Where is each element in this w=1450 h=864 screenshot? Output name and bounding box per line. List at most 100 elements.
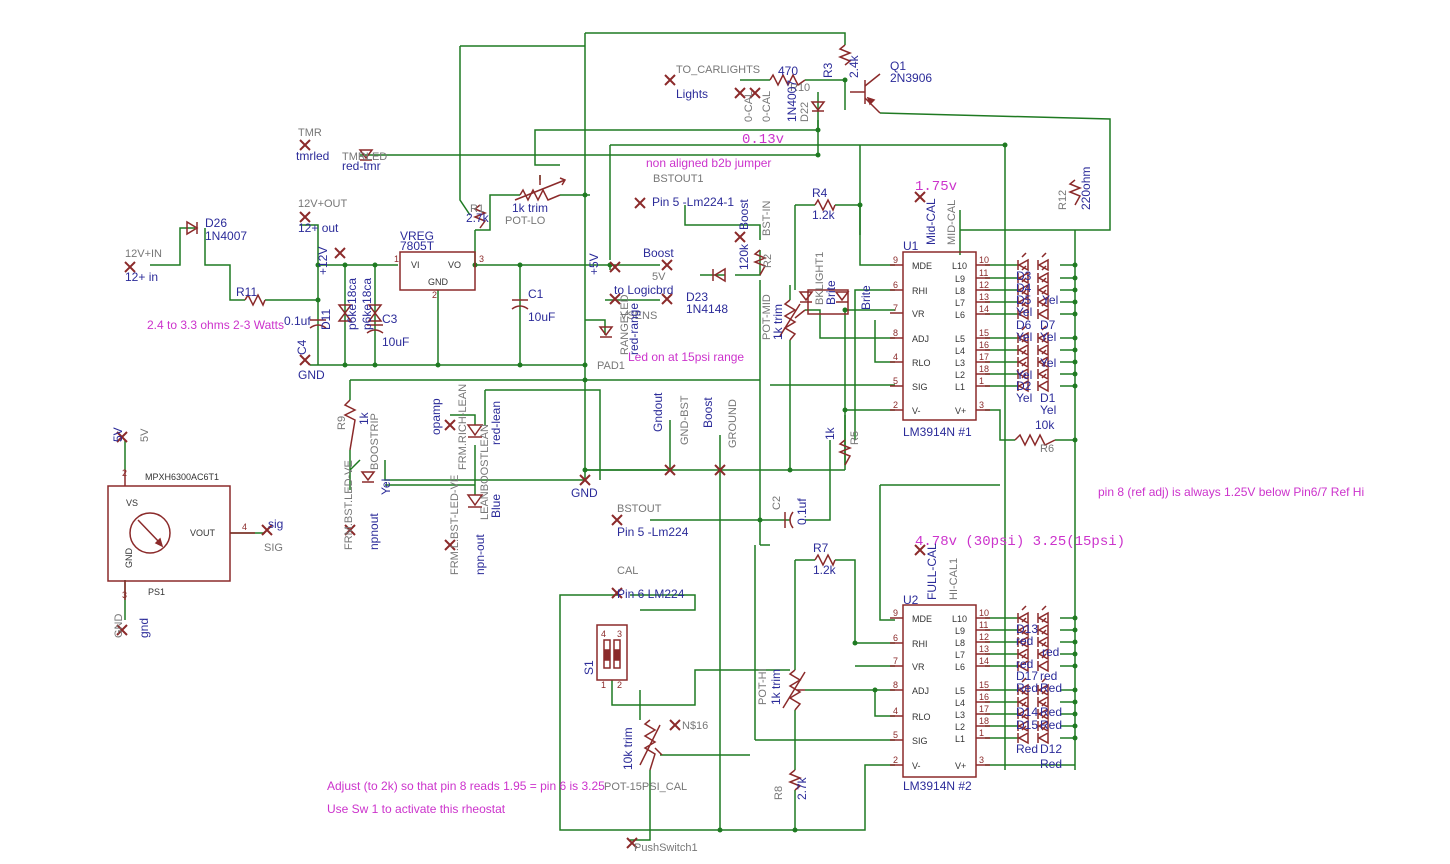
svg-text:Yel: Yel <box>1040 330 1056 344</box>
r3v-label: 2.4k <box>847 54 861 78</box>
pot-15psi <box>643 719 657 771</box>
svg-text:L3: L3 <box>955 358 965 368</box>
svg-text:14: 14 <box>979 304 989 314</box>
sig2-label: SIG <box>264 542 283 554</box>
capacitor-c4 <box>309 319 327 329</box>
resistor-r9 <box>343 399 357 451</box>
d26-label: D26 <box>205 216 227 230</box>
svg-text:8: 8 <box>893 328 898 338</box>
s1-label: S1 <box>582 660 596 675</box>
c4v-label: 0.1uf <box>284 314 311 328</box>
usesw-note: Use Sw 1 to activate this rheostat <box>327 802 506 816</box>
svg-text:12: 12 <box>979 632 989 642</box>
led-array-u2 <box>1017 605 1049 745</box>
brite1-label: Brite <box>824 280 838 305</box>
resistor-r12 <box>1067 179 1083 206</box>
svg-text:18: 18 <box>979 364 989 374</box>
pot15-label: POT-15PSI_CAL <box>604 781 687 793</box>
v175-label: 1.75v <box>915 179 957 195</box>
resistor-r6 <box>1014 433 1056 447</box>
svg-text:RLO: RLO <box>912 358 931 368</box>
svg-text:red: red <box>1016 657 1033 671</box>
bstout-label: BSTOUT <box>617 503 662 515</box>
potlo-v-label: 1k trim <box>512 201 548 215</box>
potmid-label: POT-MID <box>761 294 773 340</box>
led-mark <box>1017 731 1029 745</box>
ocal1-label: 0-CAL <box>743 91 755 122</box>
d23v-label: 1N4148 <box>686 302 728 316</box>
svg-text:D1: D1 <box>1040 391 1056 405</box>
r6v-label: 10k <box>1035 418 1055 432</box>
c2v-label: 0.1uf <box>795 498 809 525</box>
svg-text:5: 5 <box>893 376 898 386</box>
chip-u1 <box>902 251 977 421</box>
svg-text:8: 8 <box>893 680 898 690</box>
d26v-label: 1N4007 <box>205 229 247 243</box>
pin2-label: 2 <box>122 468 127 478</box>
svg-text:Yel: Yel <box>1040 403 1056 417</box>
led-red-lean <box>466 424 484 438</box>
svg-text:RHI: RHI <box>912 639 928 649</box>
v013-label: 0.13v <box>742 132 784 148</box>
svg-text:red: red <box>1016 634 1033 648</box>
r4v-label: 1.2k <box>812 208 836 222</box>
resistor-r4 <box>814 198 836 212</box>
mpx-vout: VOUT <box>190 528 216 538</box>
q1v-label: 2N3906 <box>890 71 932 85</box>
u2-label: U2 <box>903 593 919 607</box>
r8v-label: 2.7k <box>795 776 809 800</box>
v5b-label: 5V <box>139 428 151 442</box>
led-mark <box>1037 379 1049 393</box>
boost1-label: Boost <box>643 246 674 260</box>
blue-label: Blue <box>489 494 503 518</box>
svg-text:L5: L5 <box>955 334 965 344</box>
svg-text:18: 18 <box>979 716 989 726</box>
svg-text:12: 12 <box>979 280 989 290</box>
pothi-v-label: 1k trim <box>769 669 783 705</box>
tmrled-part-label: TMRLED <box>342 151 387 163</box>
svg-text:2: 2 <box>893 400 898 410</box>
ocal2-label: 0-CAL <box>761 91 773 122</box>
r4-label: R4 <box>812 186 828 200</box>
svg-text:D13: D13 <box>1016 622 1038 636</box>
svg-text:D6: D6 <box>1016 318 1032 332</box>
svg-text:D3: D3 <box>1016 269 1032 283</box>
bklight-label: BKLIGHT1 <box>814 252 826 305</box>
switch-s1 <box>596 624 628 681</box>
svg-text:red: red <box>1040 669 1057 683</box>
to-logic-label: to Logicbrd <box>614 283 673 297</box>
pothi-label: POT-HI <box>757 668 769 705</box>
svg-text:red: red <box>1042 645 1059 659</box>
bstin-label: BST-IN <box>761 200 773 236</box>
wire-net <box>124 32 1111 841</box>
svg-text:L7: L7 <box>955 298 965 308</box>
svg-text:1: 1 <box>601 680 606 690</box>
svg-text:L5: L5 <box>955 686 965 696</box>
d11-label: D11 <box>319 309 333 330</box>
v12out-label: 12V+OUT <box>298 198 347 210</box>
svg-text:6: 6 <box>893 633 898 643</box>
resistor-r8 <box>787 769 803 791</box>
gndout-label: Gndout <box>651 392 665 432</box>
resistor-r7 <box>814 553 836 567</box>
svg-text:V+: V+ <box>955 761 966 771</box>
svg-text:7: 7 <box>893 656 898 666</box>
mpx-vs: VS <box>126 498 138 508</box>
svg-text:10: 10 <box>979 608 989 618</box>
diode-d26 <box>186 220 199 236</box>
svg-text:MDE: MDE <box>912 614 932 624</box>
u1-label: U1 <box>903 239 919 253</box>
svg-text:L4: L4 <box>955 346 965 356</box>
boost2-label: Boost <box>737 199 751 230</box>
resistor-r2 <box>752 249 768 276</box>
svg-text:14: 14 <box>979 656 989 666</box>
resistor-r11 <box>244 293 266 307</box>
led-rangeled <box>598 326 614 338</box>
pin5a-label: Pin 5 -Lm224-1 <box>652 195 734 209</box>
d23-label: D23 <box>686 290 708 304</box>
c4-label: C4 <box>295 339 309 355</box>
fullcal-label: FULL-CAL <box>925 543 939 600</box>
resistors <box>244 44 1083 791</box>
u1-name-label: LM3914N #1 <box>903 425 972 439</box>
svg-text:V+: V+ <box>955 406 966 416</box>
